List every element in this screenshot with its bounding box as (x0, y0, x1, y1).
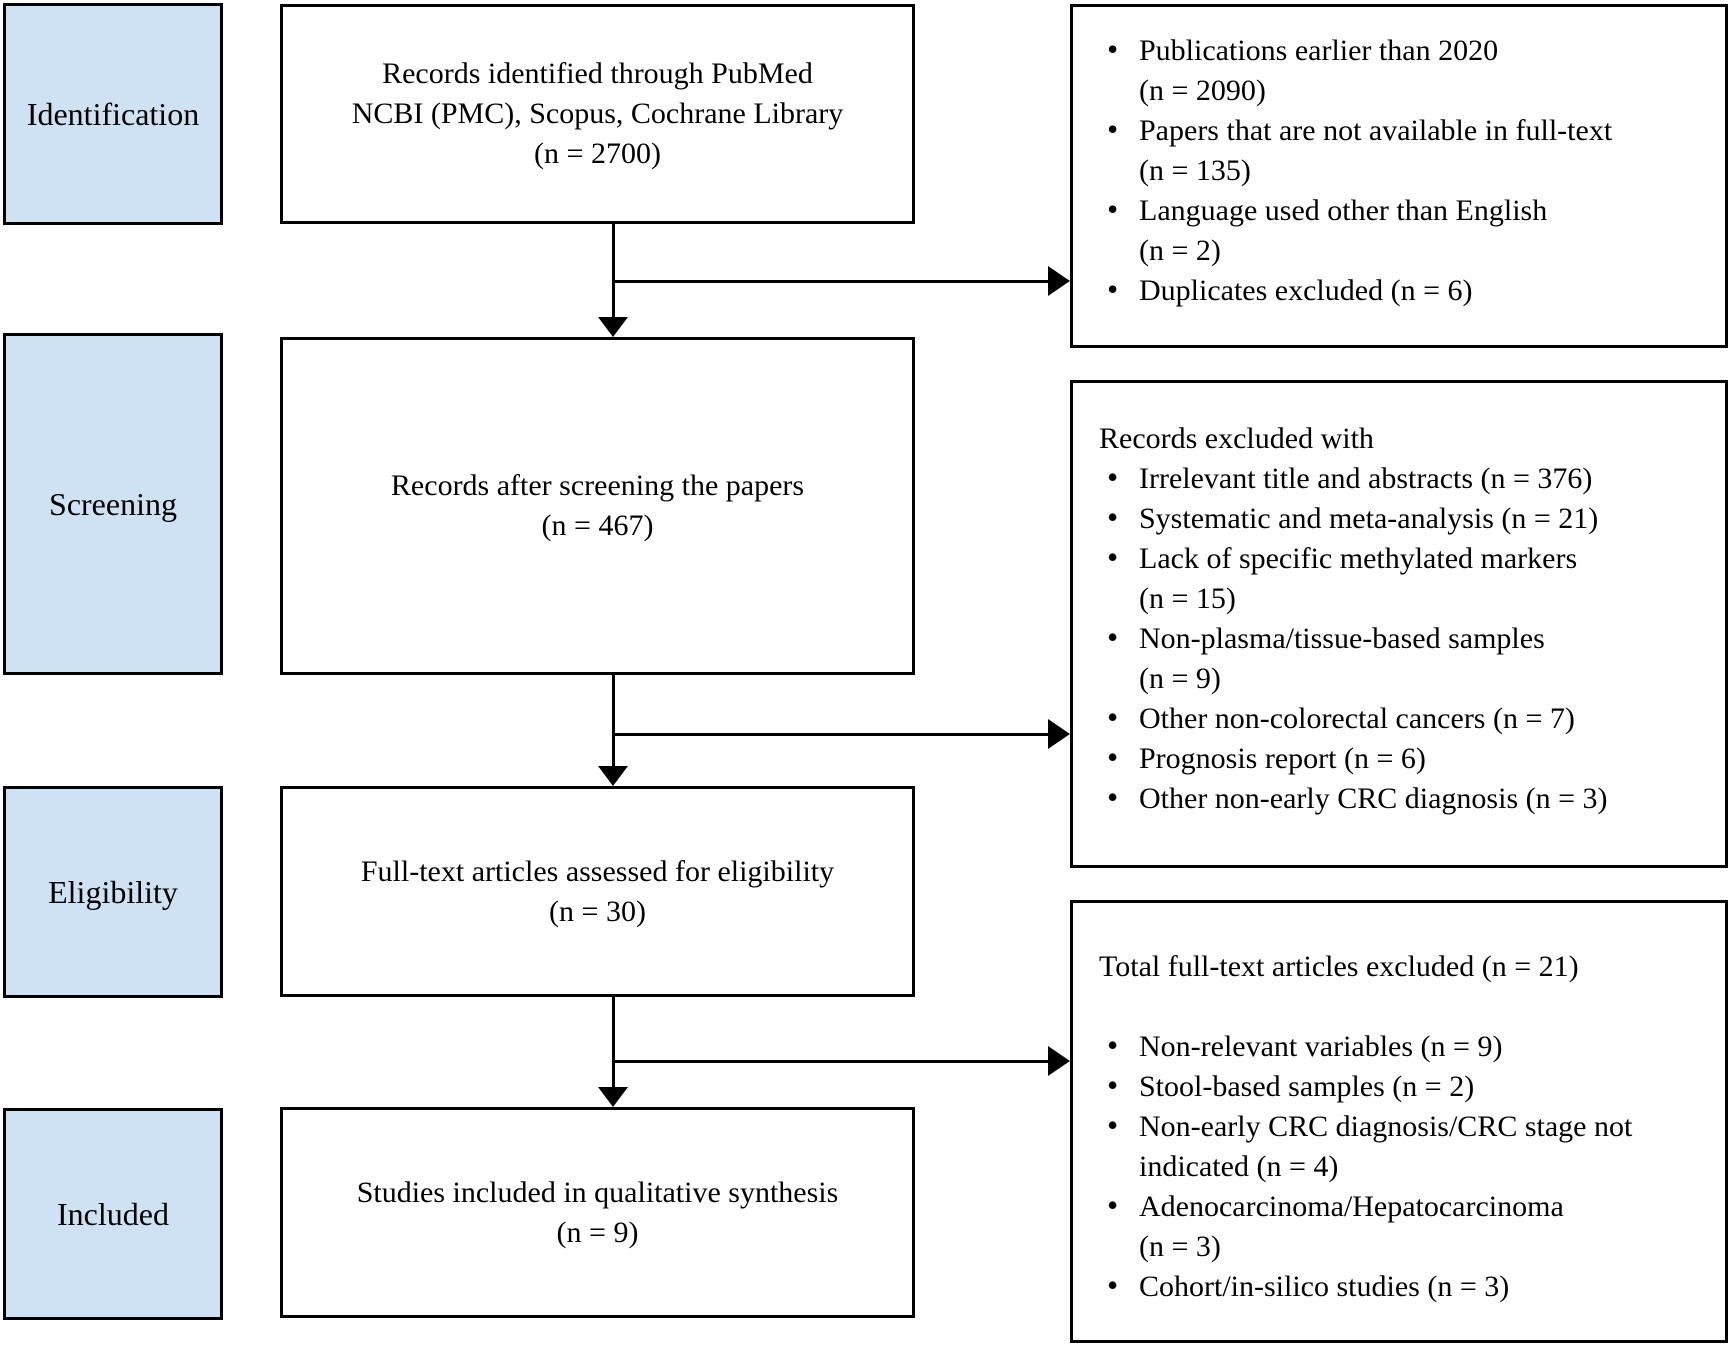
exclusion-item: Systematic and meta-analysis (n = 21) (1099, 497, 1707, 539)
exclusion-box-screening: Records excluded with Irrelevant title a… (1070, 380, 1728, 868)
arrow-right-icon (1048, 266, 1070, 296)
exclusion-item: Duplicates excluded (n = 6) (1099, 269, 1707, 311)
exclusion-header-screening: Records excluded with (1099, 422, 1374, 455)
flow-box-studies-included-text: Studies included in qualitative synthesi… (356, 1175, 839, 1249)
arrow-down-icon (598, 766, 628, 786)
flow-box-fulltext-assessed-text: Full-text articles assessed for eligibil… (360, 854, 835, 928)
connector-line-vertical-2 (612, 675, 615, 767)
exclusion-list-identification: Publications earlier than 2020 (n = 2090… (1099, 29, 1707, 311)
exclusion-item: Publications earlier than 2020 (n = 2090… (1099, 29, 1707, 111)
exclusion-item: Cohort/in-silico studies (n = 3) (1099, 1265, 1707, 1307)
exclusion-item: Other non-colorectal cancers (n = 7) (1099, 697, 1707, 739)
connector-line-horizontal-3 (612, 1060, 1048, 1063)
flow-box-fulltext-assessed: Full-text articles assessed for eligibil… (280, 786, 915, 997)
exclusion-item: Lack of specific methylated markers (n =… (1099, 537, 1707, 619)
stage-box-screening: Screening (3, 333, 223, 675)
exclusion-item: Language used other than English (n = 2) (1099, 189, 1707, 271)
arrow-right-icon (1048, 719, 1070, 749)
exclusion-item: Prognosis report (n = 6) (1099, 737, 1707, 779)
stage-label-identification: Identification (26, 95, 200, 132)
arrow-right-icon (1048, 1046, 1070, 1076)
flow-box-records-screened: Records after screening the papers (n = … (280, 337, 915, 675)
stage-box-eligibility: Eligibility (3, 786, 223, 998)
stage-label-eligibility: Eligibility (48, 873, 178, 910)
connector-line-horizontal-2 (612, 733, 1048, 736)
exclusion-header-eligibility: Total full-text articles excluded (n = 2… (1099, 950, 1579, 983)
arrow-down-icon (598, 1087, 628, 1107)
exclusion-box-eligibility: Total full-text articles excluded (n = 2… (1070, 900, 1728, 1343)
exclusion-item: Irrelevant title and abstracts (n = 376) (1099, 457, 1707, 499)
exclusion-item: Other non-early CRC diagnosis (n = 3) (1099, 777, 1707, 819)
exclusion-list-screening: Irrelevant title and abstracts (n = 376)… (1099, 457, 1707, 819)
stage-box-included: Included (3, 1108, 223, 1320)
stage-label-screening: Screening (49, 485, 177, 522)
connector-line-vertical-3 (612, 997, 615, 1088)
exclusion-item: Adenocarcinoma/Hepatocarcinoma (n = 3) (1099, 1185, 1707, 1267)
stage-label-included: Included (57, 1195, 169, 1232)
exclusion-item: Papers that are not available in full-te… (1099, 109, 1707, 191)
flow-box-records-screened-text: Records after screening the papers (n = … (390, 469, 805, 542)
stage-box-identification: Identification (3, 3, 223, 225)
flow-box-records-identified: Records identified through PubMed NCBI (… (280, 4, 915, 224)
flow-box-studies-included: Studies included in qualitative synthesi… (280, 1107, 915, 1318)
exclusion-item: Non-plasma/tissue-based samples (n = 9) (1099, 617, 1707, 699)
flow-box-records-identified-text: Records identified through PubMed NCBI (… (351, 57, 844, 170)
exclusion-item: Stool-based samples (n = 2) (1099, 1065, 1707, 1107)
arrow-down-icon (598, 317, 628, 337)
exclusion-item: Non-early CRC diagnosis/CRC stage not in… (1099, 1105, 1707, 1187)
exclusion-list-eligibility: Non-relevant variables (n = 9) Stool-bas… (1099, 1025, 1707, 1307)
exclusion-box-identification: Publications earlier than 2020 (n = 2090… (1070, 4, 1728, 348)
connector-line-horizontal-1 (612, 280, 1048, 283)
connector-line-vertical-1 (612, 224, 615, 318)
exclusion-item: Non-relevant variables (n = 9) (1099, 1025, 1707, 1067)
